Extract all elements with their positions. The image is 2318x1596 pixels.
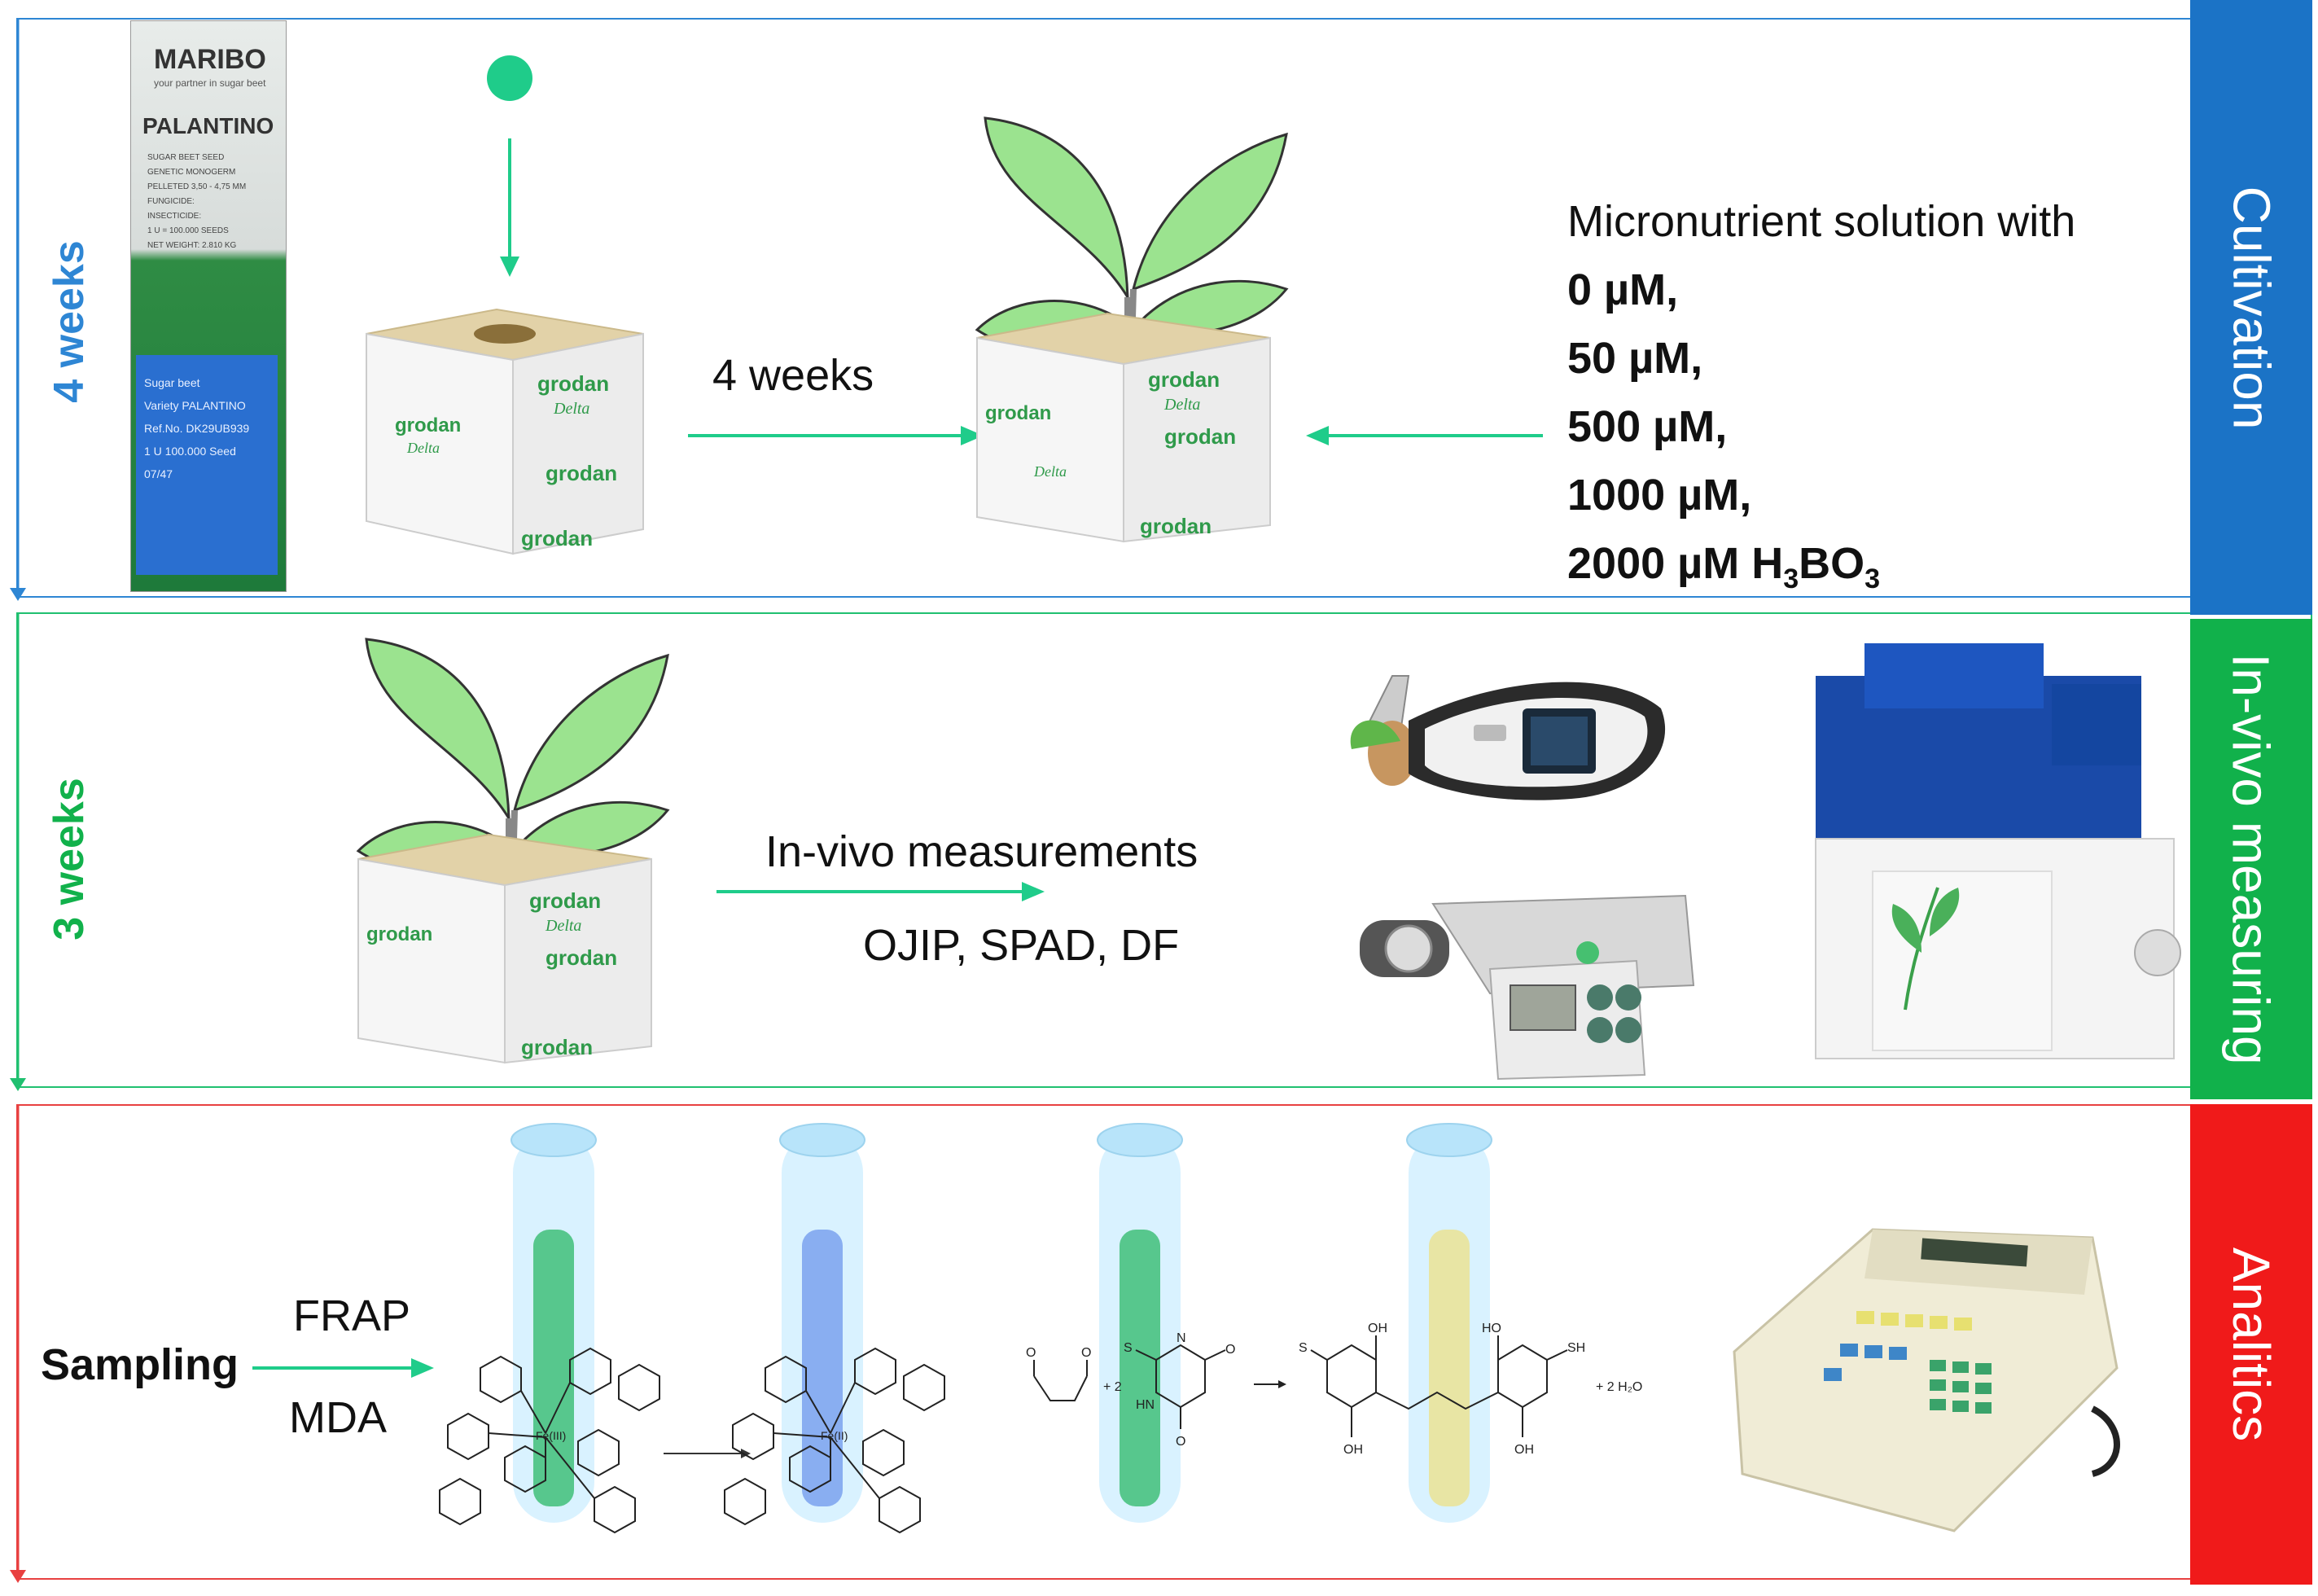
micronutrient-solution: Micronutrient solution with 0 µM, 50 µM,… xyxy=(1567,187,2075,613)
svg-text:grodan: grodan xyxy=(546,945,617,970)
mda-label: MDA xyxy=(289,1393,387,1442)
svg-text:OH: OH xyxy=(1343,1443,1363,1457)
concentration-4: 2000 µM H3BO3 xyxy=(1567,539,1881,594)
svg-text:grodan: grodan xyxy=(1140,514,1212,538)
plant-in-cube-invivo: grodan Delta grodan grodan grodan xyxy=(356,638,670,1064)
svg-text:+ 2 H₂O: + 2 H₂O xyxy=(1596,1380,1642,1394)
analytics-side-label: Analitics xyxy=(2190,1104,2312,1585)
growth-arrow xyxy=(688,426,984,445)
solution-arrow xyxy=(1306,426,1543,445)
cultivation-duration: 4 weeks xyxy=(46,240,93,403)
svg-text:grodan: grodan xyxy=(1148,367,1220,392)
seed-packet-info: SUGAR BEET SEED GENETIC MONOGERM PELLETE… xyxy=(147,153,247,250)
seedling-in-cube: grodan Delta grodan grodan Delta grodan xyxy=(975,116,1289,543)
rockwool-cube-empty: grodan Delta grodan Delta grodan grodan xyxy=(366,308,644,555)
seed-packet-tagline: your partner in sugar beet xyxy=(154,77,266,89)
seed-dot xyxy=(487,55,532,101)
invivo-arrow xyxy=(716,882,1045,901)
svg-text:grodan: grodan xyxy=(366,923,432,945)
svg-text:Delta: Delta xyxy=(545,917,581,935)
svg-text:N: N xyxy=(1177,1331,1186,1345)
svg-text:HN: HN xyxy=(1136,1398,1155,1412)
svg-text:O: O xyxy=(1176,1435,1185,1449)
seed-packet-brand: MARIBO xyxy=(154,44,266,75)
invivo-arrow-label: In-vivo measurements xyxy=(765,827,1198,876)
svg-text:O: O xyxy=(1026,1346,1036,1360)
svg-text:OH: OH xyxy=(1514,1443,1534,1457)
svg-text:Delta: Delta xyxy=(1033,463,1067,480)
svg-text:Delta: Delta xyxy=(553,400,589,418)
svg-text:Fe(III): Fe(III) xyxy=(536,1429,566,1442)
seed-packet: MARIBO your partner in sugar beet PALANT… xyxy=(130,20,287,592)
seed-packet-label: Sugar beet Variety PALANTINO Ref.No. DK2… xyxy=(136,355,278,575)
frap-tube-2 xyxy=(779,1123,865,1523)
svg-text:grodan: grodan xyxy=(521,1035,593,1059)
cultivation-side-label: Cultivation xyxy=(2190,0,2312,615)
fluorometer-device xyxy=(1350,675,1666,800)
svg-text:grodan: grodan xyxy=(546,461,617,485)
svg-text:grodan: grodan xyxy=(1164,424,1236,449)
spad-device xyxy=(1360,894,1695,1081)
delayed-fluorescence-analyzer xyxy=(1815,643,2181,1059)
sampling-arrow xyxy=(252,1358,434,1378)
svg-text:Delta: Delta xyxy=(1163,396,1200,414)
spectrophotometer xyxy=(1733,1228,2120,1532)
seed-drop-arrow xyxy=(487,55,532,277)
fe-tptz-complex-1: Fe(III) xyxy=(439,1347,660,1534)
concentration-1: 50 µM, xyxy=(1567,334,1703,383)
svg-text:+ 2: + 2 xyxy=(1103,1380,1122,1394)
svg-text:O: O xyxy=(1225,1343,1235,1357)
svg-text:grodan: grodan xyxy=(537,371,609,396)
invivo-side-label: In-vivo measuring xyxy=(2190,619,2312,1099)
svg-text:grodan: grodan xyxy=(395,414,461,436)
svg-text:grodan: grodan xyxy=(985,402,1051,424)
svg-text:Fe(II): Fe(II) xyxy=(821,1429,848,1442)
svg-text:S: S xyxy=(1299,1341,1308,1355)
concentration-3: 1000 µM, xyxy=(1567,471,1752,520)
seed-packet-variety: PALANTINO xyxy=(142,113,274,138)
mda-reaction: O O + 2 S N O HN O S OH HO SH OH OH + 2 … xyxy=(1026,1322,1642,1457)
svg-text:S: S xyxy=(1124,1341,1133,1355)
mda-tube-2 xyxy=(1406,1123,1492,1523)
concentration-2: 500 µM, xyxy=(1567,402,1728,451)
svg-text:OH: OH xyxy=(1368,1322,1387,1335)
invivo-methods: OJIP, SPAD, DF xyxy=(863,921,1180,970)
concentration-0: 0 µM, xyxy=(1567,265,1679,314)
frap-reaction-arrow xyxy=(664,1449,751,1458)
svg-text:HO: HO xyxy=(1482,1322,1501,1335)
svg-text:grodan: grodan xyxy=(521,526,593,550)
svg-text:O: O xyxy=(1081,1346,1091,1360)
svg-text:Delta: Delta xyxy=(406,440,440,456)
invivo-duration: 3 weeks xyxy=(46,778,93,940)
svg-text:grodan: grodan xyxy=(529,888,601,913)
sampling-label: Sampling xyxy=(41,1340,239,1389)
solution-title: Micronutrient solution with xyxy=(1567,197,2076,246)
growth-duration-label: 4 weeks xyxy=(712,351,874,400)
svg-text:SH: SH xyxy=(1567,1341,1585,1355)
frap-label: FRAP xyxy=(293,1291,411,1340)
mda-tube-1 xyxy=(1097,1123,1183,1523)
fe-tptz-complex-2: Fe(II) xyxy=(724,1347,945,1534)
